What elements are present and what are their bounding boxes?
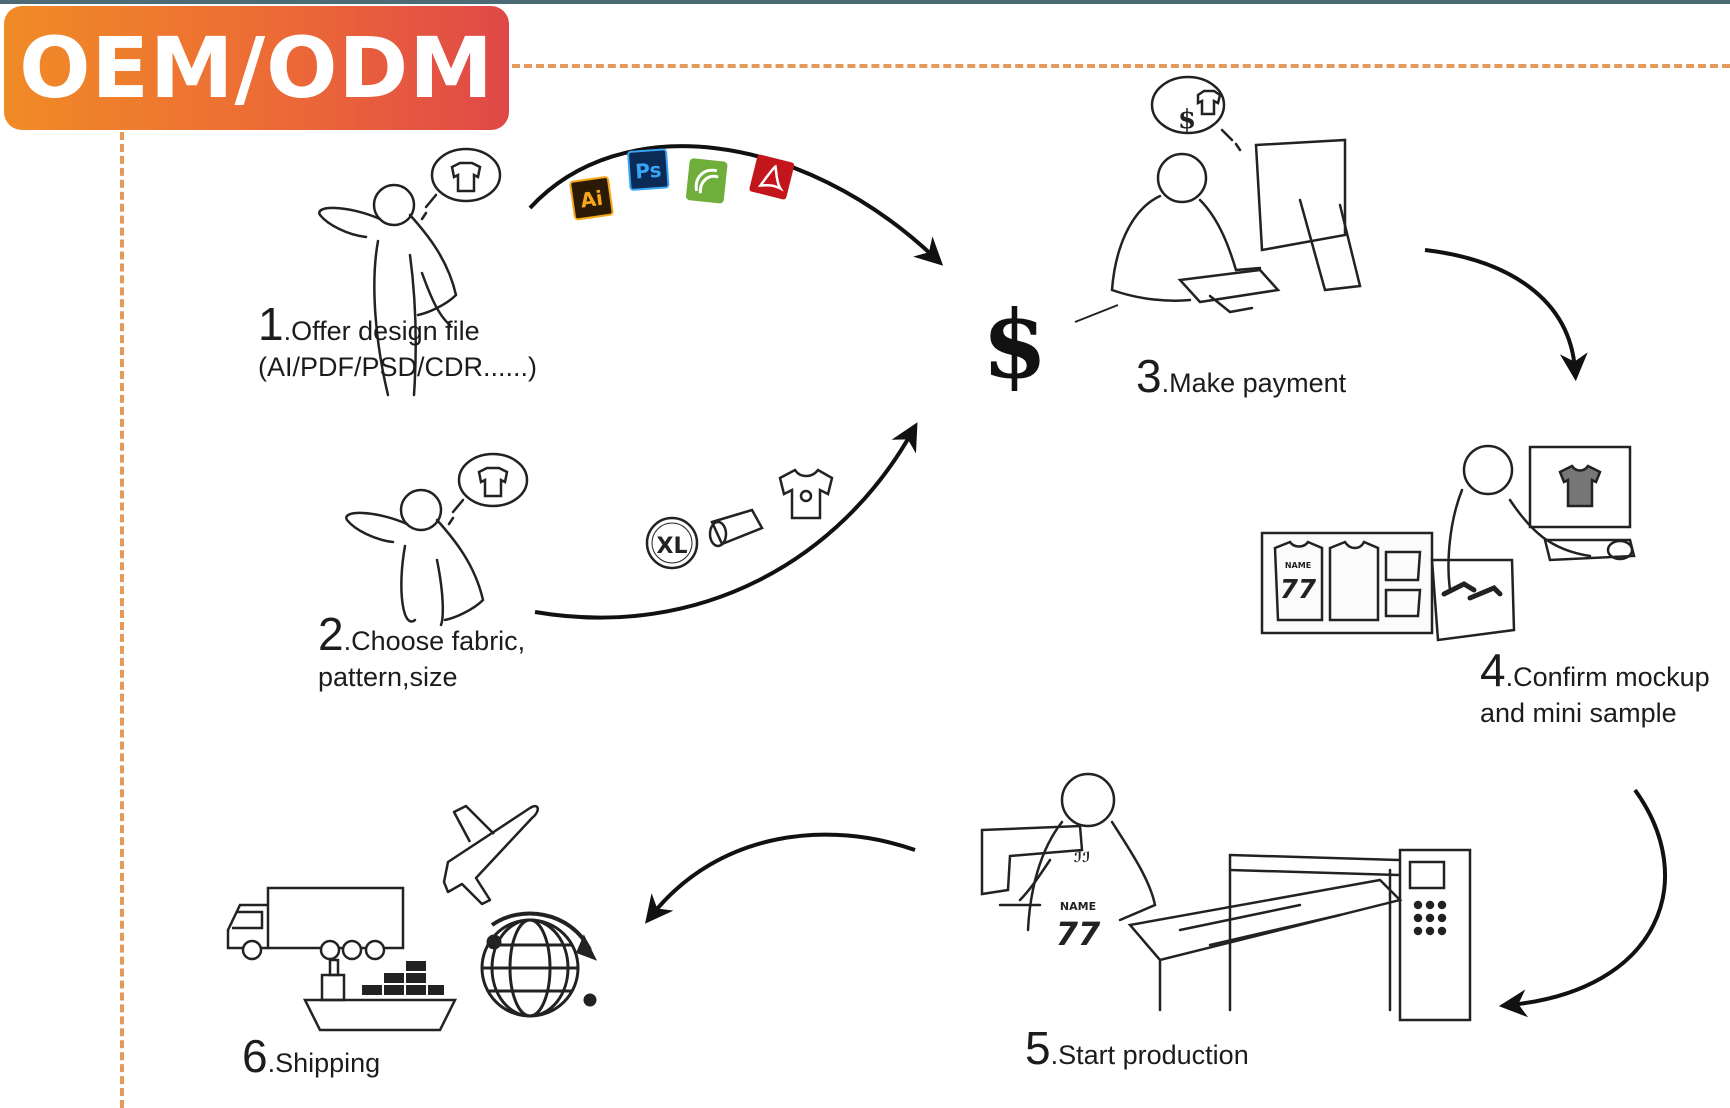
top-border: [0, 0, 1730, 4]
ai-file-icon: Ai: [569, 176, 614, 221]
tshirt-icon: [778, 468, 834, 520]
step-5-title: .Start production: [1050, 1040, 1249, 1070]
arrow-mockup-to-production: [1498, 788, 1668, 1018]
step-3-number: 3: [1136, 350, 1162, 402]
globe-logistics-icon: [480, 911, 598, 1018]
svg-text:NAME: NAME: [1060, 900, 1096, 913]
dashed-frame-top: [512, 64, 1730, 68]
dashed-frame-left: [120, 132, 124, 1108]
step-5-label: 5.Start production: [1025, 1025, 1249, 1073]
step-6-number: 6: [242, 1030, 268, 1082]
step-1-label: 1.Offer design file (AI/PDF/PSD/CDR.....…: [258, 301, 538, 385]
fabric-roll-icon: [708, 508, 764, 548]
svg-text:Ps: Ps: [634, 158, 662, 184]
step-6-label: 6.Shipping: [242, 1033, 381, 1081]
ps-file-icon: Ps: [627, 148, 670, 191]
badge-text: OEM/ODM: [19, 19, 494, 117]
step-2-label: 2.Choose fabric, pattern,size: [318, 611, 526, 695]
step-4-title: .Confirm mockup: [1505, 662, 1710, 692]
airplane-icon: [442, 804, 539, 906]
svg-text:77: 77: [1056, 915, 1101, 953]
step-6-title: .Shipping: [267, 1048, 381, 1078]
oem-odm-badge: OEM/ODM: [4, 6, 509, 130]
thinking-person-icon-2: [345, 452, 529, 627]
step-1-number: 1: [258, 298, 284, 350]
mockup-designer-icon: NAME 77: [1260, 444, 1636, 642]
svg-text:77: 77: [1280, 575, 1317, 605]
cdr-file-icon: [686, 158, 728, 204]
arrow-1-to-payment: [528, 144, 944, 266]
step-5-number: 5: [1025, 1022, 1051, 1074]
step-3-label: 3.Make payment: [1136, 353, 1347, 401]
production-machine-icon: ℐℐ NAME 77: [980, 772, 1472, 1022]
person-at-computer-icon: $: [1110, 75, 1362, 314]
step-2-title: .Choose fabric,: [343, 626, 526, 656]
cargo-ship-icon: [302, 958, 458, 1032]
step-4-subtitle: and mini sample: [1480, 698, 1677, 728]
step-1-subtitle: (AI/PDF/PSD/CDR......): [258, 352, 538, 382]
step-3-title: .Make payment: [1161, 368, 1347, 398]
arrow-production-to-shipping: [644, 832, 916, 924]
step-2-number: 2: [318, 608, 344, 660]
svg-text:Ai: Ai: [579, 186, 604, 213]
svg-text:NAME: NAME: [1285, 561, 1311, 570]
arrow-payment-to-mockup: [1424, 248, 1588, 382]
thinking-person-icon: [318, 147, 502, 397]
step-4-number: 4: [1480, 644, 1506, 696]
step-4-label: 4.Confirm mockup and mini sample: [1480, 647, 1710, 731]
svg-text:ℐℐ: ℐℐ: [1074, 850, 1091, 866]
payment-dollar-symbol: $: [982, 290, 1048, 400]
step-1-title: .Offer design file: [283, 316, 480, 346]
arrow-2-to-payment: [534, 422, 918, 620]
truck-icon: [226, 886, 405, 961]
payment-connector: [1074, 304, 1119, 323]
svg-text:XL: XL: [657, 534, 688, 559]
step-2-subtitle: pattern,size: [318, 662, 458, 692]
pdf-file-icon: [749, 154, 795, 200]
size-xl-icon: XL: [645, 516, 699, 570]
svg-text:$: $: [1178, 105, 1196, 135]
